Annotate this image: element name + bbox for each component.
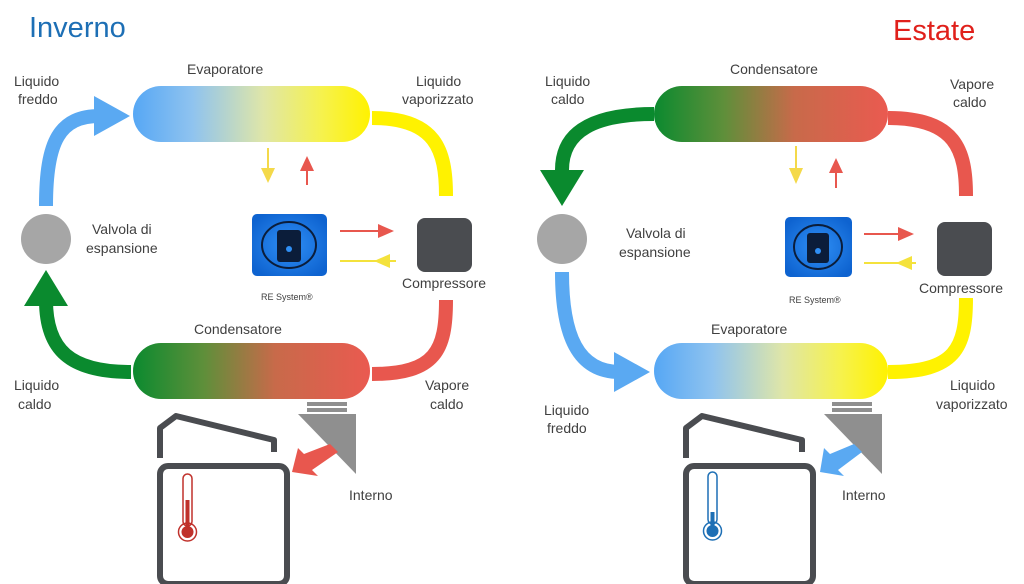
summer-label-bottom-right-1: Liquido	[950, 377, 995, 393]
summer-label-bottom-left-1: Liquido	[544, 402, 589, 418]
summer-link-yellow-head	[896, 256, 912, 270]
winter-link-red-head	[378, 224, 394, 238]
summer-panel: Estate Condensatore Evaporatore Valvola …	[537, 15, 1008, 584]
summer-arrow-down-green	[540, 170, 584, 206]
winter-valve-label-2: espansione	[86, 240, 158, 256]
summer-compressor-label: Compressore	[919, 280, 1003, 296]
summer-pipe-hot-liquid	[555, 107, 655, 171]
winter-vent	[298, 402, 356, 474]
winter-pipe-cold-liquid	[39, 109, 101, 207]
summer-re-system-device	[785, 217, 852, 277]
winter-arrow-up-green	[24, 270, 68, 306]
summer-cond-arrow-up-head	[829, 158, 843, 173]
summer-pipe-cold-liquid	[555, 271, 621, 379]
winter-label-bottom-left-1: Liquido	[14, 377, 59, 393]
thermometer-cold-icon	[702, 471, 723, 541]
winter-label-top-left-2: freddo	[18, 91, 58, 107]
winter-pipe-hot-vapour	[371, 299, 453, 381]
summer-compressor	[937, 222, 992, 276]
winter-pipe-vapour-out	[371, 111, 453, 197]
summer-label-top-left-1: Liquido	[545, 73, 590, 89]
summer-interior-label: Interno	[842, 487, 886, 503]
summer-house-icon	[683, 413, 816, 584]
summer-arrow-right-blue	[614, 352, 650, 392]
summer-condenser	[654, 86, 888, 142]
summer-pipe-hot-vapour	[887, 111, 973, 197]
winter-air-arrow-hot	[292, 444, 338, 476]
winter-label-bottom-right-1: Vapore	[425, 377, 469, 393]
winter-evaporator	[133, 86, 370, 142]
winter-house-icon	[157, 413, 290, 584]
winter-re-system-label: RE System®	[261, 292, 313, 302]
winter-re-system-device	[252, 214, 327, 276]
summer-label-top-right-2: caldo	[953, 94, 987, 110]
winter-title: Inverno	[29, 12, 126, 44]
winter-label-bottom-right-2: caldo	[430, 396, 464, 412]
thermometer-hot-icon	[177, 473, 198, 542]
summer-label-bottom-right-2: vaporizzato	[936, 396, 1008, 412]
summer-pipe-vapour-out	[887, 297, 973, 379]
summer-valve-label-2: espansione	[619, 244, 691, 260]
winter-panel: Inverno Evaporatore Condensatore Valvola…	[14, 12, 486, 584]
winter-label-top-left-1: Liquido	[14, 73, 59, 89]
winter-evaporator-label: Evaporatore	[187, 61, 263, 77]
winter-condenser-label: Condensatore	[194, 321, 282, 337]
summer-label-top-right-1: Vapore	[950, 76, 994, 92]
summer-evaporator-label: Evaporatore	[711, 321, 787, 337]
summer-label-bottom-left-2: freddo	[547, 420, 587, 436]
summer-air-arrow-cold	[820, 444, 862, 476]
winter-compressor-label: Compressore	[402, 275, 486, 291]
summer-valve-label-1: Valvola di	[626, 225, 686, 241]
winter-compressor	[417, 218, 472, 272]
summer-condenser-label: Condensatore	[730, 61, 818, 77]
winter-link-yellow-head	[374, 254, 390, 268]
winter-label-top-right-2: vaporizzato	[402, 91, 474, 107]
winter-label-top-right-1: Liquido	[416, 73, 461, 89]
summer-vent	[824, 402, 882, 474]
winter-evap-arrow-down-head	[261, 168, 275, 183]
winter-evap-arrow-up-head	[300, 156, 314, 171]
winter-label-bottom-left-2: caldo	[18, 396, 52, 412]
summer-re-system-label: RE System®	[789, 295, 841, 305]
summer-cond-arrow-down-head	[789, 168, 803, 184]
winter-pipe-hot-liquid	[39, 299, 132, 379]
winter-interior-label: Interno	[349, 487, 393, 503]
summer-label-top-left-2: caldo	[551, 91, 585, 107]
summer-link-red-head	[898, 227, 914, 241]
winter-valve-label-1: Valvola di	[92, 221, 152, 237]
winter-arrow-right-blue	[94, 96, 130, 136]
summer-evaporator	[654, 343, 888, 399]
summer-expansion-valve	[537, 214, 587, 264]
winter-condenser	[133, 343, 370, 399]
winter-expansion-valve	[21, 214, 71, 264]
summer-title: Estate	[893, 15, 975, 47]
